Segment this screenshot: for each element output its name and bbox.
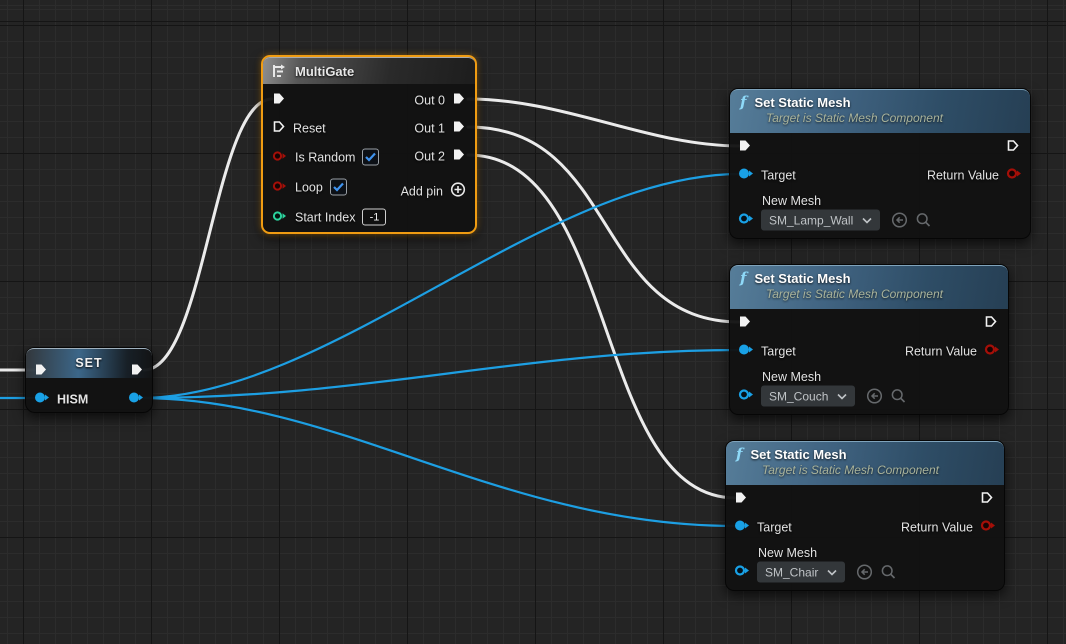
mesh3-new-mesh-pin[interactable] (734, 565, 750, 580)
wire-set-to-multigate[interactable] (142, 97, 274, 372)
multigate-loop-label: Loop (295, 180, 323, 194)
mesh2-asset-select[interactable]: SM_Couch (761, 385, 856, 407)
multigate-start-index-label: Start Index (295, 210, 356, 224)
multigate-node[interactable]: MultiGate Reset Is Random (261, 55, 477, 234)
mesh3-title: Set Static Mesh (750, 447, 847, 462)
mesh2-exec-in-pin[interactable] (738, 315, 752, 332)
multigate-out2-label: Out 2 (414, 149, 445, 163)
multigate-out1-pin[interactable] (452, 120, 466, 137)
multigate-out1-label: Out 1 (414, 121, 445, 135)
mesh1-target-label: Target (761, 168, 796, 182)
mesh3-header[interactable]: f Set Static Mesh Target is Static Mesh … (726, 441, 1004, 485)
mesh2-header[interactable]: f Set Static Mesh Target is Static Mesh … (730, 265, 1008, 309)
mesh1-header[interactable]: f Set Static Mesh Target is Static Mesh … (730, 89, 1030, 133)
add-pin-icon[interactable] (450, 182, 466, 201)
multigate-start-index-input[interactable]: -1 (362, 208, 387, 226)
chevron-down-icon (827, 569, 837, 575)
multigate-icon (272, 64, 288, 78)
mesh2-exec-out-pin[interactable] (984, 315, 998, 332)
multigate-exec-in-pin[interactable] (272, 92, 286, 109)
mesh2-asset-value: SM_Couch (769, 389, 829, 403)
set-exec-out-pin[interactable] (130, 363, 144, 380)
set-hism-node[interactable]: SET HISM (25, 347, 153, 413)
mesh3-exec-in-pin[interactable] (734, 491, 748, 508)
set-exec-in-pin[interactable] (34, 363, 48, 380)
mesh2-subtitle: Target is Static Mesh Component (766, 287, 943, 301)
use-selected-asset-icon[interactable] (856, 564, 873, 581)
mesh2-return-pin[interactable] (984, 344, 1000, 359)
set-hism-out-pin[interactable] (128, 392, 144, 407)
chevron-down-icon (837, 393, 847, 399)
use-selected-asset-icon[interactable] (866, 388, 883, 405)
set-hism-in-pin[interactable] (34, 392, 50, 407)
browse-asset-icon[interactable] (880, 564, 897, 581)
function-icon: f (740, 93, 747, 111)
wire-out0-to-mesh1[interactable] (466, 97, 742, 148)
multigate-is-random-checkbox[interactable] (362, 148, 380, 166)
multigate-reset-label: Reset (293, 121, 326, 135)
mesh2-title: Set Static Mesh (754, 271, 851, 286)
use-selected-asset-icon[interactable] (891, 212, 908, 229)
mesh2-target-label: Target (761, 344, 796, 358)
multigate-header[interactable]: MultiGate (263, 57, 475, 84)
mesh3-asset-select[interactable]: SM_Chair (757, 561, 846, 583)
mesh3-return-pin[interactable] (980, 520, 996, 535)
set-static-mesh-node-2[interactable]: f Set Static Mesh Target is Static Mesh … (729, 264, 1009, 415)
mesh2-new-mesh-pin[interactable] (738, 389, 754, 404)
set-hism-label: HISM (57, 392, 89, 406)
browse-asset-icon[interactable] (890, 388, 907, 405)
wire-hism-to-target1[interactable] (138, 172, 742, 400)
mesh3-return-label: Return Value (900, 520, 973, 534)
multigate-out0-pin[interactable] (452, 92, 466, 109)
wire-hism-to-target2[interactable] (138, 348, 742, 400)
wire-out2-to-mesh3[interactable] (466, 153, 738, 500)
mesh3-exec-out-pin[interactable] (980, 491, 994, 508)
mesh1-asset-select[interactable]: SM_Lamp_Wall (761, 209, 881, 231)
mesh1-asset-value: SM_Lamp_Wall (769, 213, 854, 227)
mesh2-return-label: Return Value (904, 344, 977, 358)
mesh3-new-mesh-label: New Mesh (758, 546, 818, 560)
mesh1-subtitle: Target is Static Mesh Component (766, 111, 943, 125)
mesh1-title: Set Static Mesh (754, 95, 851, 110)
set-static-mesh-node-1[interactable]: f Set Static Mesh Target is Static Mesh … (729, 88, 1031, 239)
function-icon: f (736, 445, 743, 463)
mesh2-target-pin[interactable] (738, 344, 754, 359)
set-node-header[interactable] (26, 348, 152, 378)
chevron-down-icon (862, 217, 872, 223)
function-icon: f (740, 269, 747, 287)
mesh1-exec-in-pin[interactable] (738, 139, 752, 156)
multigate-loop-pin[interactable] (272, 180, 288, 194)
set-static-mesh-node-3[interactable]: f Set Static Mesh Target is Static Mesh … (725, 440, 1005, 591)
multigate-is-random-pin[interactable] (272, 150, 288, 164)
wire-hism-to-target3[interactable] (138, 396, 738, 528)
mesh1-return-pin[interactable] (1006, 168, 1022, 183)
mesh3-target-pin[interactable] (734, 520, 750, 535)
multigate-loop-checkbox[interactable] (329, 178, 347, 196)
mesh2-new-mesh-label: New Mesh (762, 370, 822, 384)
mesh1-return-label: Return Value (926, 168, 999, 182)
multigate-out2-pin[interactable] (452, 148, 466, 165)
multigate-is-random-label: Is Random (295, 150, 356, 164)
wire-out1-to-mesh2[interactable] (466, 125, 742, 324)
multigate-title: MultiGate (295, 63, 355, 79)
mesh1-new-mesh-label: New Mesh (762, 194, 822, 208)
mesh3-asset-value: SM_Chair (765, 565, 819, 579)
mesh3-target-label: Target (757, 520, 792, 534)
check-icon (333, 182, 344, 192)
mesh1-target-pin[interactable] (738, 168, 754, 183)
browse-asset-icon[interactable] (915, 212, 932, 229)
multigate-start-index-pin[interactable] (272, 210, 288, 224)
mesh1-new-mesh-pin[interactable] (738, 213, 754, 228)
mesh3-subtitle: Target is Static Mesh Component (762, 463, 939, 477)
mesh1-exec-out-pin[interactable] (1006, 139, 1020, 156)
set-node-title: SET (75, 356, 103, 370)
check-icon (365, 152, 377, 162)
multigate-reset-pin[interactable] (272, 120, 286, 137)
multigate-add-pin-label: Add pin (400, 184, 443, 198)
multigate-out0-label: Out 0 (414, 93, 445, 107)
